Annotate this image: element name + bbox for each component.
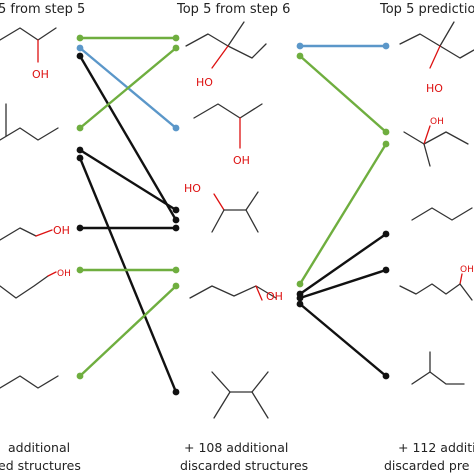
molecule-col3-5	[411, 351, 465, 385]
footer-col1-line1: additional	[8, 440, 70, 455]
hydroxyl-label: OH	[430, 117, 444, 127]
link-green	[79, 285, 177, 377]
dot-green	[76, 266, 84, 274]
hydroxyl-label: OH	[460, 265, 474, 275]
dot-blue	[382, 42, 390, 50]
dot-green	[172, 282, 180, 290]
hydroxyl-label: HO	[426, 82, 443, 95]
footer-col2-line2: discarded structures	[180, 458, 308, 473]
dot-blue	[296, 42, 304, 50]
dot-black	[76, 154, 84, 162]
connections-step5-step6	[78, 36, 178, 393]
dot-black	[296, 294, 304, 302]
link-green	[299, 55, 387, 133]
molecule-col3-2: OH	[403, 117, 469, 167]
header-predictions: Top 5 predictio	[379, 2, 474, 17]
molecule-col2-4: OH	[189, 285, 283, 303]
link-black	[78, 157, 178, 393]
molecule-col1-2	[0, 103, 59, 141]
dot-black	[76, 52, 84, 60]
hydroxyl-label: HO	[184, 182, 201, 195]
dot-black	[296, 300, 304, 308]
link-black	[78, 55, 178, 221]
footer-col1-line2: ed structures	[0, 458, 81, 473]
dot-black	[76, 146, 84, 154]
dot-green	[382, 140, 390, 148]
connection-dots	[76, 34, 390, 396]
molecule-col3-1: HO	[399, 21, 474, 95]
header-step6: Top 5 from step 6	[176, 2, 290, 17]
dot-green	[172, 44, 180, 52]
molecule-col3-3	[411, 207, 473, 221]
footer-col2-line1: + 108 additional	[184, 440, 288, 455]
molecule-col2-3: HO	[184, 182, 259, 233]
link-black	[299, 303, 387, 377]
dot-blue	[172, 124, 180, 132]
molecule-col1-3: OH	[0, 224, 70, 241]
hydroxyl-label: OH	[32, 68, 49, 81]
molecule-col1-5	[0, 375, 59, 389]
molecule-col2-1: HO	[185, 21, 267, 89]
link-black	[299, 233, 387, 295]
dot-black	[172, 388, 180, 396]
dot-black	[382, 230, 390, 238]
hydroxyl-label: OH	[266, 290, 283, 303]
dot-black	[172, 224, 180, 232]
molecule-col2-2: OH	[193, 103, 263, 167]
dot-green	[296, 52, 304, 60]
hydroxyl-label: OH	[233, 154, 250, 167]
link-black	[79, 148, 177, 212]
dot-black	[172, 206, 180, 214]
dot-green	[76, 124, 84, 132]
dot-black	[382, 266, 390, 274]
dot-black	[76, 224, 84, 232]
dot-green	[172, 266, 180, 274]
dot-green	[172, 34, 180, 42]
molecule-col2-5	[211, 371, 269, 419]
footer-col3-line2: discarded pre	[384, 458, 470, 473]
footer-col3-line1: + 112 additi	[398, 440, 474, 455]
dot-black	[382, 372, 390, 380]
dot-black	[172, 216, 180, 224]
link-green	[298, 143, 388, 285]
hydroxyl-label: OH	[53, 224, 70, 237]
dot-green	[76, 34, 84, 42]
molecule-col1-4: OH	[0, 269, 71, 299]
link-black	[299, 268, 387, 300]
connections-step6-predictions	[298, 44, 388, 377]
molecule-col1-1: OH	[0, 27, 57, 81]
molecule-col3-4: OH	[399, 265, 474, 301]
dot-green	[296, 280, 304, 288]
dot-blue	[76, 44, 84, 52]
dot-green	[76, 372, 84, 380]
hydroxyl-label: OH	[57, 269, 71, 279]
link-green	[79, 47, 177, 129]
hydroxyl-label: HO	[196, 76, 213, 89]
header-step5: 5 from step 5	[0, 2, 85, 17]
dot-green	[382, 128, 390, 136]
